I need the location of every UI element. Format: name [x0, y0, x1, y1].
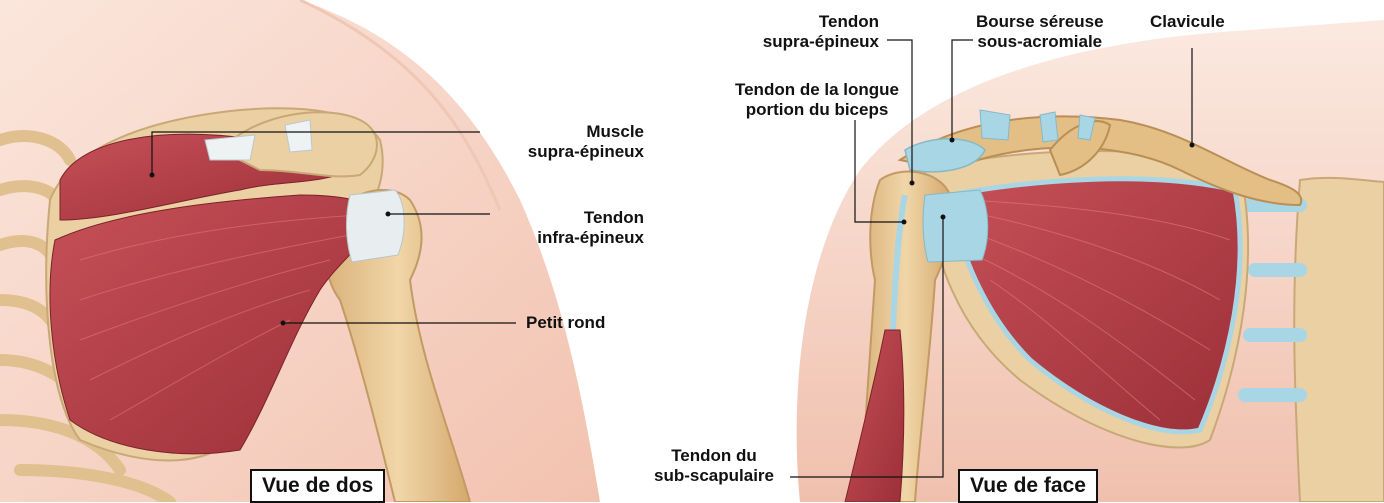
label-supraspinatus-tendon: Tendon supra-épineux: [763, 12, 879, 52]
front-view-title: Vue de face: [958, 469, 1098, 503]
label-biceps-long-head-tendon: Tendon de la longue portion du biceps: [735, 80, 899, 120]
back-view-illustration: [0, 0, 600, 502]
label-teres-minor: Petit rond: [526, 313, 605, 333]
label-subacromial-bursa: Bourse séreuse sous-acromiale: [976, 12, 1104, 52]
back-view-title: Vue de dos: [250, 469, 385, 503]
label-subscapularis-tendon: Tendon du sub-scapulaire: [654, 446, 774, 486]
label-clavicle: Clavicule: [1150, 12, 1225, 32]
label-supraspinatus-muscle: Muscle supra-épineux: [528, 122, 644, 162]
label-infraspinatus-tendon: Tendon infra-épineux: [537, 208, 644, 248]
